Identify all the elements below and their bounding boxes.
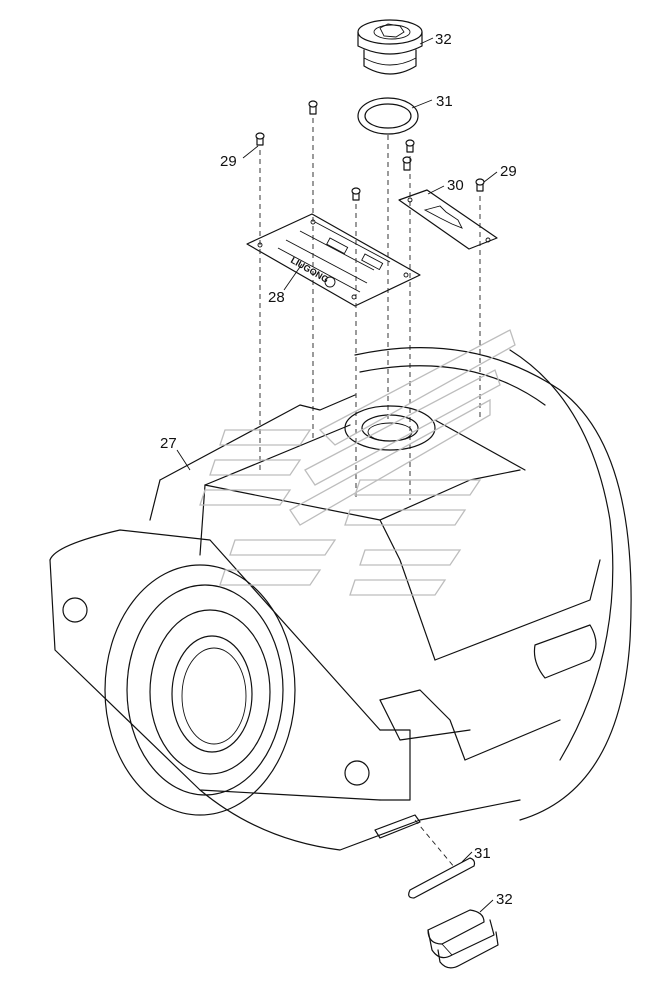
plug-top-32 [357, 19, 423, 75]
callout-32-top: 32 [435, 31, 452, 48]
screw-3 [351, 187, 361, 201]
callout-28: 28 [268, 289, 285, 306]
callout-31-top: 31 [436, 93, 453, 110]
callout-32-bottom: 32 [496, 891, 513, 908]
screw-4 [405, 139, 415, 153]
screws-29 [255, 100, 485, 201]
watermark-logo-icon [199, 329, 516, 596]
callout-27: 27 [160, 435, 177, 452]
screw-1 [255, 132, 265, 146]
callouts: 32 31 29 30 29 28 27 31 32 [160, 31, 517, 908]
pump-housing-27 [49, 347, 632, 851]
assembly-lines [259, 118, 481, 869]
screw-2 [308, 100, 318, 115]
callout-29-right: 29 [500, 163, 517, 180]
callout-31-bottom: 31 [474, 845, 491, 862]
o-ring-top-31 [357, 97, 419, 135]
callout-30: 30 [447, 177, 464, 194]
screw-6 [475, 178, 485, 192]
direction-arrow-icon [423, 205, 463, 229]
leader-lines [176, 37, 498, 913]
callout-29-left: 29 [220, 153, 237, 170]
o-ring-bottom-31 [408, 857, 476, 899]
liugong-logo-icon [324, 276, 336, 288]
plug-bottom-32 [427, 909, 499, 969]
direction-plate-30 [398, 189, 498, 250]
